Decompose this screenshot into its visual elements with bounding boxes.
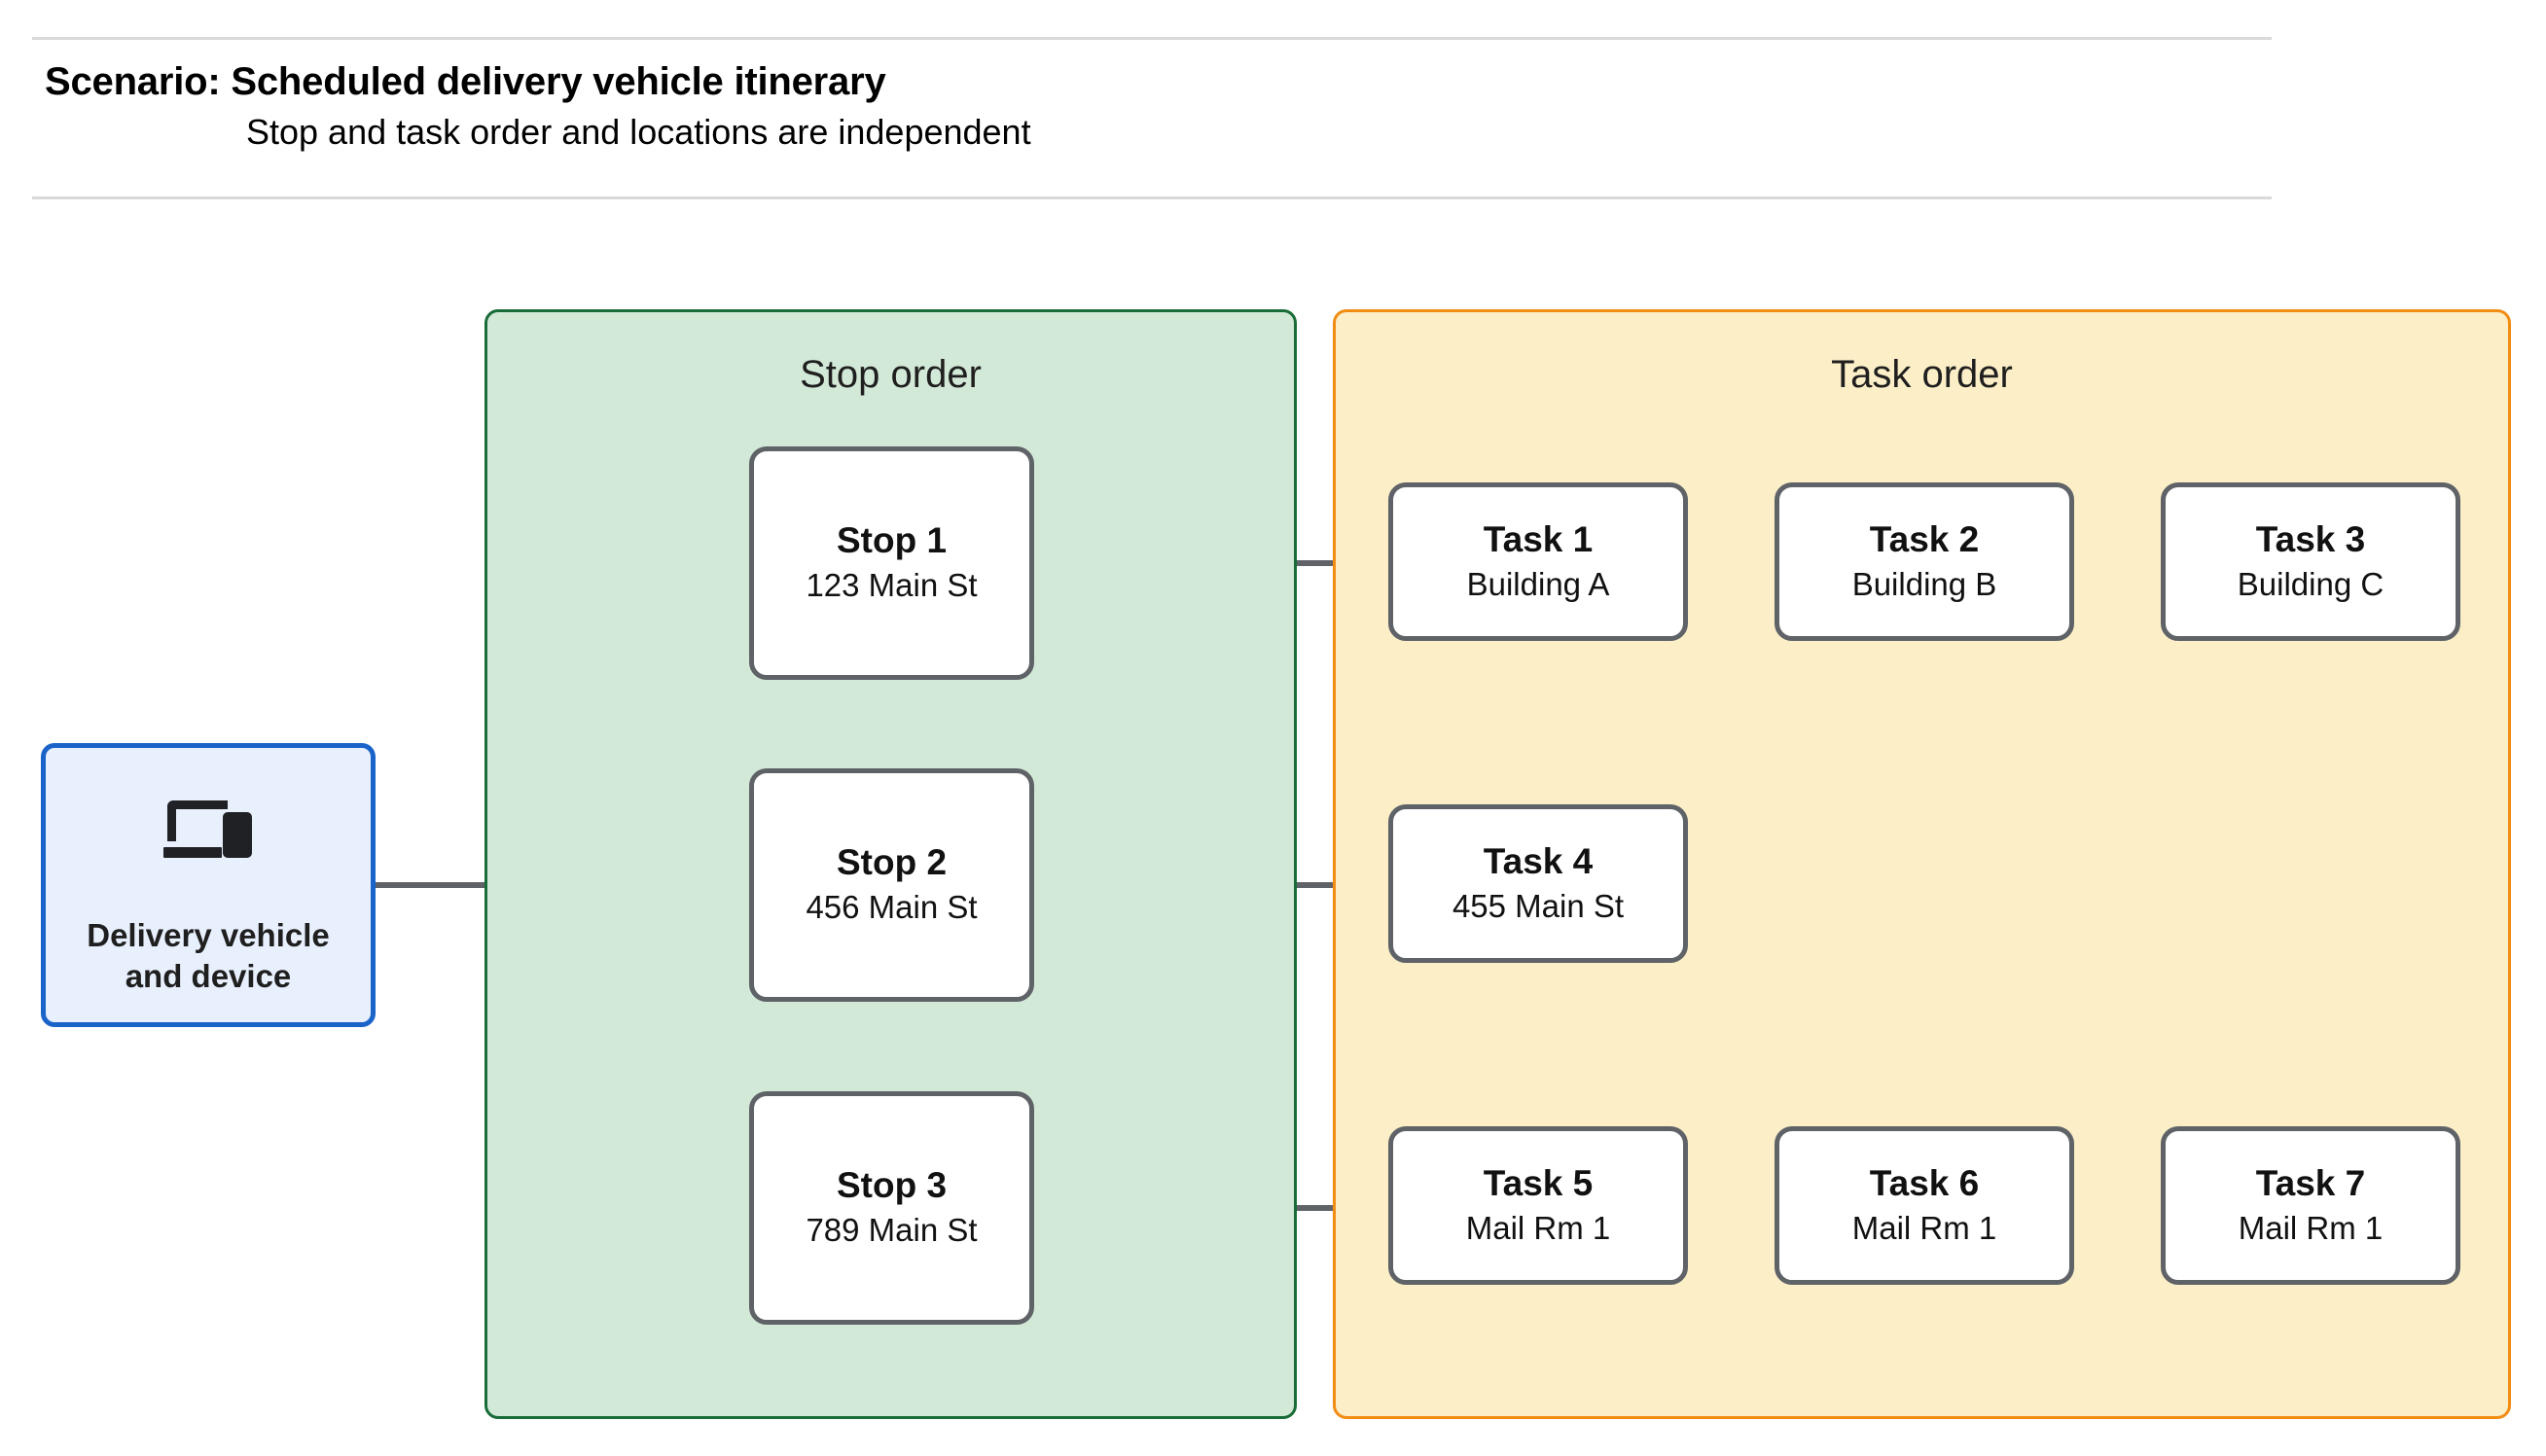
- stop-node-1[interactable]: Stop 1 123 Main St: [749, 446, 1034, 680]
- task-node-title: Task 4: [1483, 840, 1594, 881]
- task-node-1[interactable]: Task 1 Building A: [1388, 482, 1688, 641]
- stop-node-title: Stop 1: [836, 520, 948, 561]
- stop-node-location: 456 Main St: [806, 889, 978, 925]
- stop-node-2[interactable]: Stop 2 456 Main St: [749, 768, 1034, 1002]
- page-subtitle: Stop and task order and locations are in…: [246, 112, 1031, 152]
- page-title: Scenario: Scheduled delivery vehicle iti…: [45, 60, 886, 103]
- task-node-3[interactable]: Task 3 Building C: [2161, 482, 2460, 641]
- task-node-2[interactable]: Task 2 Building B: [1775, 482, 2074, 641]
- delivery-vehicle-label: Delivery vehicle and device: [87, 917, 330, 995]
- task-node-title: Task 3: [2255, 518, 2366, 559]
- delivery-vehicle-node[interactable]: Delivery vehicle and device: [41, 743, 376, 1027]
- task-order-group-title: Task order: [1831, 353, 2013, 396]
- header-divider-top: [32, 37, 2272, 40]
- task-node-5[interactable]: Task 5 Mail Rm 1: [1388, 1126, 1688, 1285]
- task-node-title: Task 5: [1483, 1162, 1594, 1203]
- task-node-location: Mail Rm 1: [1465, 1209, 1611, 1246]
- task-node-4[interactable]: Task 4 455 Main St: [1388, 804, 1688, 963]
- task-node-location: Building C: [2237, 565, 2385, 602]
- task-node-title: Task 6: [1869, 1162, 1980, 1203]
- task-node-location: Building A: [1466, 565, 1610, 602]
- stop-node-title: Stop 3: [836, 1165, 948, 1206]
- task-node-location: Mail Rm 1: [1851, 1209, 1997, 1246]
- stop-order-group-title: Stop order: [800, 353, 982, 396]
- stop-node-location: 123 Main St: [806, 567, 978, 603]
- devices-icon: [163, 800, 252, 858]
- header-divider-bottom: [32, 196, 2272, 199]
- task-node-location: Building B: [1851, 565, 1997, 602]
- task-node-title: Task 7: [2255, 1162, 2366, 1203]
- stop-node-3[interactable]: Stop 3 789 Main St: [749, 1091, 1034, 1325]
- task-node-location: Mail Rm 1: [2238, 1209, 2384, 1246]
- task-node-6[interactable]: Task 6 Mail Rm 1: [1775, 1126, 2074, 1285]
- task-node-location: 455 Main St: [1452, 887, 1625, 924]
- task-node-title: Task 2: [1869, 518, 1980, 559]
- stop-node-title: Stop 2: [836, 842, 948, 883]
- stop-node-location: 789 Main St: [806, 1212, 978, 1248]
- task-node-title: Task 1: [1483, 518, 1594, 559]
- task-node-7[interactable]: Task 7 Mail Rm 1: [2161, 1126, 2460, 1285]
